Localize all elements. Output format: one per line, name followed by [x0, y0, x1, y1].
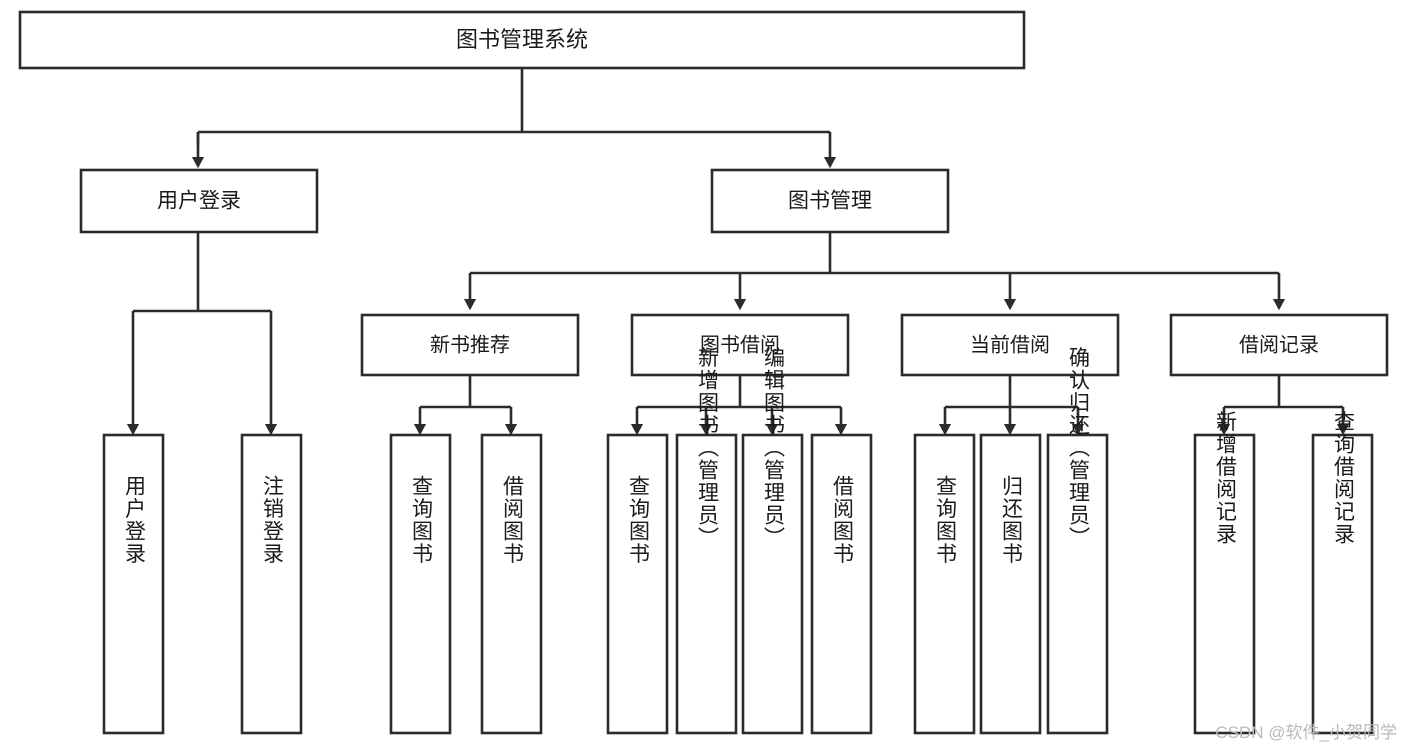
connector-layer — [126, 68, 1350, 436]
leaf-add-book-label: 新增图书（管理员） — [696, 347, 720, 550]
leaf-user-login-label: 用户登录 — [123, 475, 147, 565]
node-root-label: 图书管理系统 — [456, 27, 588, 52]
leaf-query-book-3-box[interactable] — [913, 433, 976, 735]
leaf-confirm-return[interactable]: 确认归还（管理员） — [1046, 347, 1109, 735]
node-current-borrow-box[interactable] — [900, 313, 1120, 377]
node-new-book-rec-label: 新书推荐 — [430, 333, 510, 356]
leaf-add-record[interactable]: 新增借阅记录 — [1193, 411, 1256, 735]
leaf-logout-box[interactable] — [240, 433, 303, 735]
node-borrow-record[interactable]: 借阅记录 — [1169, 313, 1389, 377]
leaf-confirm-return-label: 确认归还（管理员） — [1067, 347, 1091, 550]
leaf-user-login[interactable]: 用户登录 — [102, 433, 165, 735]
node-user-login-box[interactable] — [79, 168, 319, 234]
leaf-borrow-book-1-box[interactable] — [480, 433, 543, 735]
leaf-user-login-box[interactable] — [102, 433, 165, 735]
node-book-manage[interactable]: 图书管理 — [710, 168, 950, 234]
leaf-query-book-3[interactable]: 查询图书 — [913, 433, 976, 735]
leaf-query-book-2[interactable]: 查询图书 — [606, 433, 669, 735]
node-new-book-rec-box[interactable] — [360, 313, 580, 377]
node-book-borrow-label: 图书借阅 — [700, 333, 780, 356]
leaf-add-book-box[interactable] — [675, 433, 738, 735]
leaf-edit-book-box[interactable] — [741, 433, 804, 735]
node-root-box[interactable] — [18, 10, 1026, 70]
leaf-add-record-box[interactable] — [1193, 433, 1256, 735]
leaf-logout[interactable]: 注销登录 — [240, 433, 303, 735]
node-book-borrow-box[interactable] — [630, 313, 850, 377]
node-new-book-rec[interactable]: 新书推荐 — [360, 313, 580, 377]
node-current-borrow-label: 当前借阅 — [970, 333, 1050, 356]
node-book-manage-label: 图书管理 — [788, 190, 872, 213]
leaf-add-record-label: 新增借阅记录 — [1214, 411, 1238, 546]
node-user-login[interactable]: 用户登录 — [79, 168, 319, 234]
leaf-add-book[interactable]: 新增图书（管理员） — [675, 347, 738, 735]
leaf-query-book-1-box[interactable] — [389, 433, 452, 735]
edge-root-bus — [196, 68, 830, 145]
node-root[interactable]: 图书管理系统 — [18, 10, 1026, 70]
leaf-borrow-book-1[interactable]: 借阅图书 — [480, 433, 543, 735]
leaf-borrow-book-2-label: 借阅图书 — [831, 475, 855, 565]
leaf-query-book-3-label: 查询图书 — [934, 475, 958, 565]
leaf-query-book-1[interactable]: 查询图书 — [389, 433, 452, 735]
leaf-logout-label: 注销登录 — [261, 475, 285, 565]
node-user-login-label: 用户登录 — [157, 190, 241, 213]
leaf-borrow-book-2[interactable]: 借阅图书 — [810, 433, 873, 735]
leaf-query-book-1-label: 查询图书 — [410, 475, 434, 565]
leaf-borrow-book-2-box[interactable] — [810, 433, 873, 735]
leaf-query-book-2-label: 查询图书 — [627, 475, 651, 565]
node-book-manage-box[interactable] — [710, 168, 950, 234]
leaf-return-book[interactable]: 归还图书 — [979, 433, 1042, 735]
node-borrow-record-label: 借阅记录 — [1239, 333, 1319, 356]
leaf-return-book-box[interactable] — [979, 433, 1042, 735]
leaf-edit-book-label: 编辑图书（管理员） — [762, 347, 786, 550]
leaf-return-book-label: 归还图书 — [1000, 475, 1024, 565]
node-borrow-record-box[interactable] — [1169, 313, 1389, 377]
leaf-confirm-return-box[interactable] — [1046, 433, 1109, 735]
leaf-borrow-book-1-label: 借阅图书 — [501, 475, 525, 565]
leaf-edit-book[interactable]: 编辑图书（管理员） — [741, 347, 804, 735]
leaf-query-record-label: 查询借阅记录 — [1332, 411, 1356, 546]
leaf-query-record-box[interactable] — [1311, 433, 1374, 735]
leaf-query-record[interactable]: 查询借阅记录 — [1311, 411, 1374, 735]
leaf-query-book-2-box[interactable] — [606, 433, 669, 735]
node-book-borrow[interactable]: 图书借阅 — [630, 313, 850, 377]
node-current-borrow[interactable]: 当前借阅 — [900, 313, 1120, 377]
